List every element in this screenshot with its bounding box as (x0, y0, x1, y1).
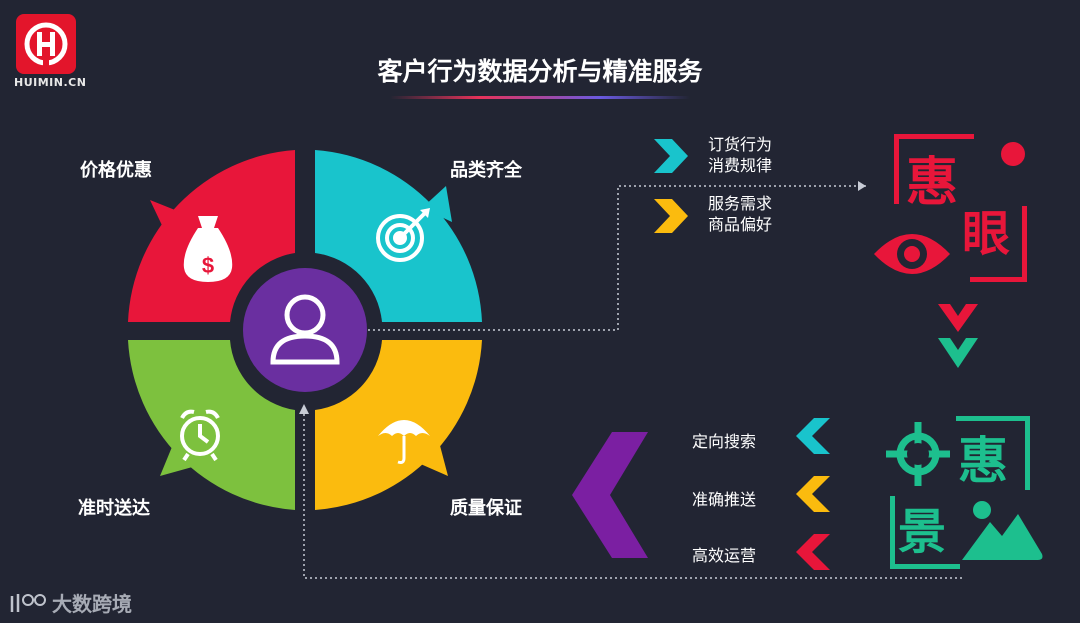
svg-text:$: $ (202, 253, 214, 278)
segment-delivery (128, 340, 295, 510)
big-chevron-left-icon (572, 432, 648, 558)
insight-2-line-2: 商品偏好 (708, 215, 773, 234)
insight-2-line-1: 服务需求 (708, 194, 773, 213)
insight-chevron-yellow-icon (654, 199, 688, 233)
target-icon (376, 208, 430, 262)
down-chevrons-icon (938, 304, 978, 368)
segment-category-tail (422, 186, 452, 222)
segment-label-category: 品类齐全 (450, 160, 522, 181)
service-label-operate: 高效运营 (692, 546, 757, 565)
watermark-text: 大数跨境 (52, 592, 132, 616)
segment-label-delivery: 准时送达 (78, 498, 150, 519)
logo-text: HUIMIN.CN (14, 76, 87, 89)
umbrella-icon (378, 420, 430, 464)
insight-1: 订货行为 消费规律 (708, 134, 772, 176)
page-title: 客户行为数据分析与精准服务 (377, 57, 703, 86)
segment-delivery-tail (160, 442, 196, 476)
service-label-search: 定向搜索 (692, 432, 757, 451)
insight-1-line-1: 订货行为 (708, 135, 773, 154)
hui-jing-graphic: 惠 景 (886, 416, 1043, 569)
segment-label-price: 价格优惠 (80, 160, 152, 181)
watermark-logo-icon (10, 594, 46, 612)
hui-jing-char-1: 惠 (958, 432, 1008, 490)
logo-mark (16, 14, 76, 74)
segment-wheel: $ (128, 150, 482, 510)
landscape-icon (962, 501, 1043, 560)
hui-eye-graphic: 惠 眼 (874, 134, 1027, 282)
segment-quality-tail (416, 438, 448, 476)
insight-1-line-2: 消费规律 (708, 156, 773, 175)
service-chevron-red-icon (796, 534, 830, 570)
service-label-push: 准确推送 (692, 490, 757, 509)
service-chevron-cyan-icon (796, 418, 830, 454)
user-icon (270, 294, 340, 365)
insight-chevron-cyan-icon (654, 139, 688, 173)
hui-eye-char-1: 惠 (906, 153, 958, 213)
alarm-clock-icon (180, 409, 220, 462)
segment-label-quality: 质量保证 (450, 498, 522, 519)
insight-2: 服务需求 商品偏好 (708, 193, 772, 235)
service-chevron-yellow-icon (796, 476, 830, 512)
eye-icon (874, 234, 950, 274)
hui-eye-char-2: 眼 (962, 206, 1010, 262)
money-bag-icon: $ (183, 216, 233, 282)
hui-jing-char-2: 景 (898, 504, 946, 560)
title-underline (390, 96, 690, 99)
segment-price-tail (150, 200, 180, 238)
